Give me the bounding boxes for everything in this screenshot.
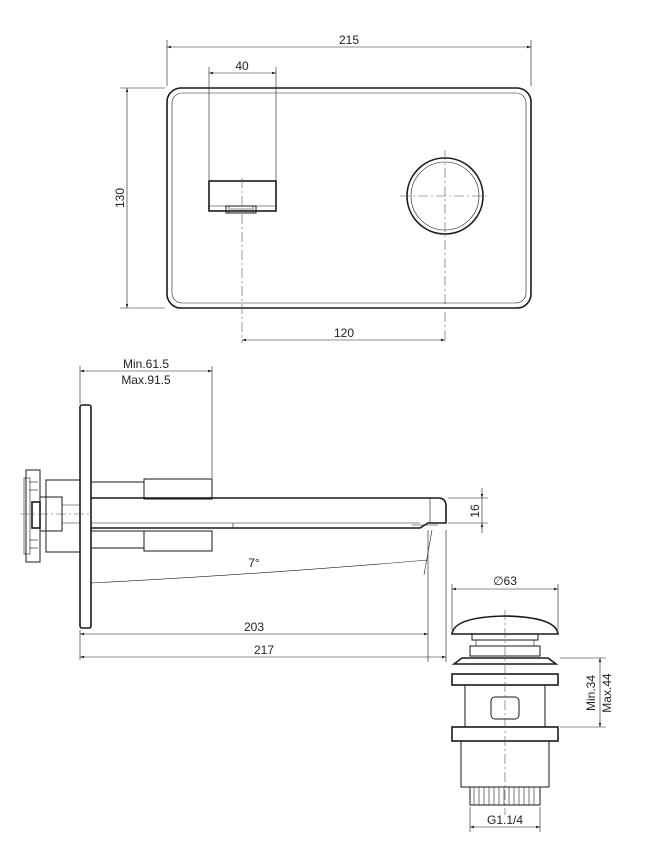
dimension-spout-height: 16 (448, 488, 488, 533)
drain-body (451, 610, 559, 815)
total-length-label: 217 (254, 643, 274, 657)
dimension-total-length: 217 (80, 530, 447, 662)
dimension-center-distance: 120 (242, 326, 445, 342)
diameter-label: ∅63 (493, 574, 517, 588)
width-label: 215 (339, 33, 359, 47)
spout-width-label: 40 (235, 59, 249, 73)
side-wall-plate (79, 404, 92, 629)
side-handle-body (90, 478, 213, 552)
dimension-reach: 203 (79, 620, 428, 660)
height-max-label: Max.44 (600, 673, 614, 713)
dimension-diameter: ∅63 (451, 574, 559, 630)
reach-label: 203 (244, 620, 264, 634)
center-distance-label: 120 (334, 326, 354, 340)
side-view: 7° Min.61.5 Max.91.5 16 203 (20, 357, 488, 662)
depth-max-label: Max.91.5 (121, 373, 171, 387)
spout (91, 497, 447, 529)
drain-view: ∅63 Min.34 Max.44 G1.1/4 (451, 574, 614, 832)
drain-flange (451, 657, 559, 665)
dimension-spout-width: 40 (208, 59, 277, 180)
dimension-drain-height: Min.34 Max.44 (560, 657, 614, 728)
wall-plate-inner-edge (171, 92, 527, 304)
spout-outlet (208, 180, 277, 214)
angle-arc (90, 559, 429, 584)
depth-min-label: Min.61.5 (123, 357, 169, 371)
thread-label: G1.1/4 (487, 813, 523, 827)
dimension-depth: Min.61.5 Max.91.5 (79, 357, 213, 478)
dimension-height: 130 (113, 87, 165, 309)
spout-height-label: 16 (468, 504, 482, 518)
in-wall-valve-body (20, 469, 90, 563)
height-min-label: Min.34 (584, 675, 598, 711)
top-view: 215 40 130 120 (113, 33, 532, 343)
dimension-thread: G1.1/4 (469, 807, 541, 832)
wall-plate-outline (166, 87, 532, 309)
height-label: 130 (113, 188, 127, 208)
water-stream-line (423, 529, 433, 576)
dimension-width: 215 (166, 33, 532, 86)
angle-label: 7° (248, 556, 260, 570)
